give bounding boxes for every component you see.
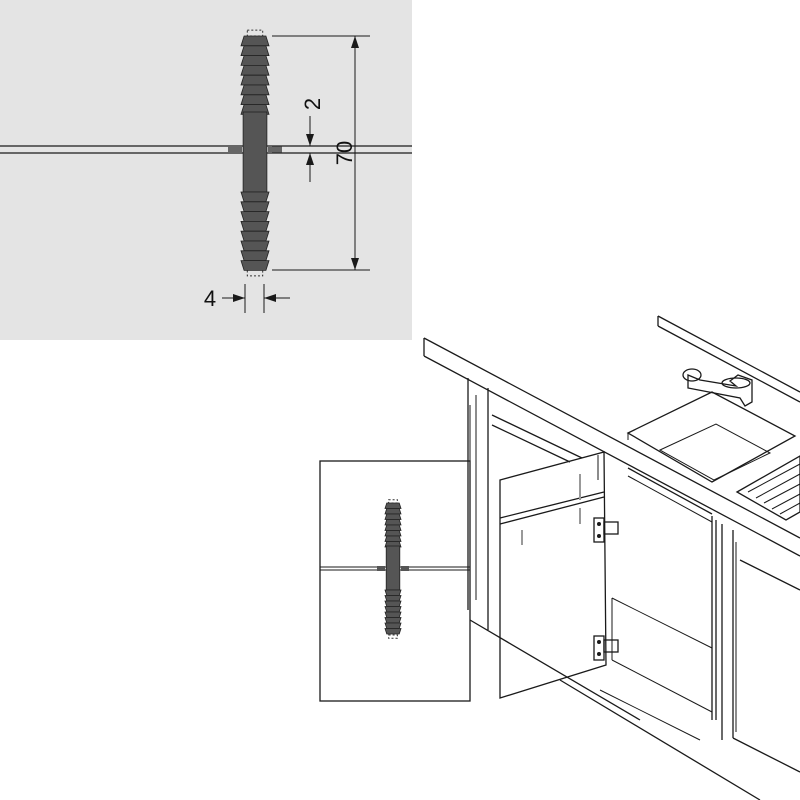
- connector-rib: [384, 606, 402, 613]
- connector-rib: [384, 508, 402, 515]
- faucet: [682, 368, 753, 407]
- connector-detail-panel: 70 2 4: [0, 0, 412, 340]
- connector-rib: [384, 611, 402, 618]
- joint-gap-right: [268, 146, 282, 153]
- cabinet-door: [499, 451, 607, 699]
- sink: [626, 391, 797, 483]
- connector-rib: [384, 595, 402, 602]
- connector-rib: [240, 74, 270, 86]
- connector-cap-bottom: [388, 634, 398, 639]
- joint-gap-left: [228, 146, 242, 153]
- connector-rib: [240, 211, 270, 222]
- kitchen-cabinet-illustration: [319, 315, 800, 800]
- connector-rib: [384, 535, 402, 542]
- connector-rib: [240, 230, 270, 242]
- dimension-width: 4: [204, 284, 290, 313]
- countertop: [423, 337, 800, 557]
- dimension-gap-label: 2: [300, 98, 325, 110]
- connector-rib: [384, 617, 402, 624]
- connector-rib: [240, 45, 270, 56]
- dimension-height-label: 70: [332, 141, 357, 165]
- dimension-height: 70: [272, 35, 370, 271]
- connector-rib: [240, 240, 270, 252]
- connector-rib: [384, 519, 402, 526]
- connector-rib: [240, 260, 270, 271]
- connector-rib: [384, 600, 402, 607]
- drainboard: [735, 455, 800, 521]
- detail-panel-background: [0, 0, 412, 340]
- connector-rib: [240, 35, 270, 47]
- connector-rib: [240, 65, 270, 76]
- connector-rib: [384, 524, 402, 531]
- inset-dowel-connector: [384, 499, 402, 639]
- connector-rib: [384, 622, 402, 629]
- connector-body: [385, 545, 401, 591]
- connector-rib: [384, 502, 402, 509]
- connector-rib: [240, 94, 270, 105]
- connector-inset-panel: [319, 460, 471, 702]
- connector-cap-bottom: [246, 269, 264, 277]
- cabinet-carcass: [467, 378, 800, 800]
- dimension-gap: 2: [272, 98, 325, 182]
- connector-body: [242, 111, 268, 193]
- upper-hinge: [593, 517, 619, 543]
- connector-rib: [384, 628, 402, 635]
- connector-rib: [384, 589, 402, 596]
- connector-rib: [240, 250, 270, 262]
- connector-rib: [240, 84, 270, 96]
- connector-rib: [384, 513, 402, 520]
- connector-rib: [240, 220, 270, 232]
- connector-rib: [240, 55, 270, 66]
- dimension-width-label: 4: [204, 286, 216, 311]
- connector-rib: [384, 530, 402, 537]
- dowel-connector: [240, 29, 270, 277]
- lower-hinge: [593, 635, 619, 661]
- wall-edge-line: [657, 315, 800, 393]
- connector-rib: [240, 201, 270, 213]
- connector-rib: [240, 191, 270, 203]
- connector-cap-top: [388, 499, 398, 504]
